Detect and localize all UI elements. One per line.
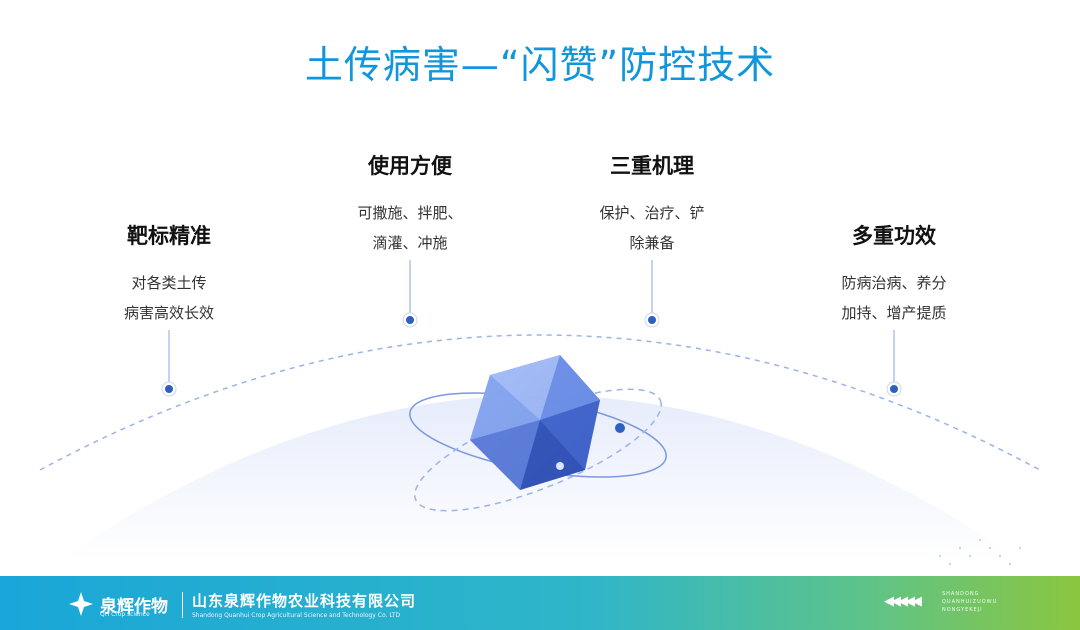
footer-divider <box>182 592 183 618</box>
feature-left-line2: 病害高效长效 <box>123 304 214 322</box>
pinyin-line1: SHANDONG <box>942 591 980 597</box>
feature-midright-line2: 除兼备 <box>629 234 675 252</box>
node-right <box>886 381 902 397</box>
brand-english: QH Crop science <box>100 611 150 618</box>
feature-midleft-line2: 滴灌、冲施 <box>372 234 448 252</box>
dashed-arc <box>39 334 1041 471</box>
feature-left: 靶标精准 对各类土传 病害高效长效 <box>69 220 269 328</box>
orbit-dot-1 <box>615 423 625 433</box>
pinyin-line3: NONGYEKEJI <box>942 607 983 613</box>
node-midright <box>644 312 660 328</box>
pinyin-text: SHANDONG QUANHUIZUOWU NONGYEKEJI <box>942 590 997 614</box>
brand-name: 泉辉作物 <box>100 597 168 617</box>
company-name: 山东泉辉作物农业科技有限公司 <box>192 592 417 610</box>
dot-pattern <box>938 538 1022 566</box>
feature-right-heading: 多重功效 <box>852 224 936 248</box>
feature-midright: 三重机理 保护、治疗、铲 除兼备 <box>552 150 752 258</box>
feature-midright-line1: 保护、治疗、铲 <box>599 204 705 222</box>
feature-midleft-line1: 可撒施、拌肥、 <box>357 204 463 222</box>
feature-left-line1: 对各类土传 <box>131 274 207 292</box>
brand-logo-icon <box>69 592 93 616</box>
feature-right: 多重功效 防病治病、养分 加持、增产提质 <box>794 220 994 328</box>
feature-left-heading: 靶标精准 <box>127 224 211 248</box>
company-english: Shandong Quanhui Crop Agricultural Scien… <box>192 612 401 619</box>
node-left <box>161 381 177 397</box>
orbit-dot-2 <box>556 462 564 470</box>
node-midleft <box>402 312 418 328</box>
feature-right-line2: 加持、增产提质 <box>841 304 947 322</box>
footer-bar: 泉辉作物 QH Crop science 山东泉辉作物农业科技有限公司 Shan… <box>0 576 1080 630</box>
feature-midleft: 使用方便 可撒施、拌肥、 滴灌、冲施 <box>310 150 510 258</box>
crystal-shape <box>470 355 600 490</box>
pinyin-line2: QUANHUIZUOWU <box>942 599 998 605</box>
arrows-icon: ◀◀◀◀◀ <box>884 594 922 609</box>
feature-midleft-heading: 使用方便 <box>368 154 452 178</box>
page-title: 土传病害—“闪赞”防控技术 <box>304 43 776 87</box>
feature-midright-heading: 三重机理 <box>610 154 694 178</box>
feature-right-line1: 防病治病、养分 <box>841 274 947 292</box>
